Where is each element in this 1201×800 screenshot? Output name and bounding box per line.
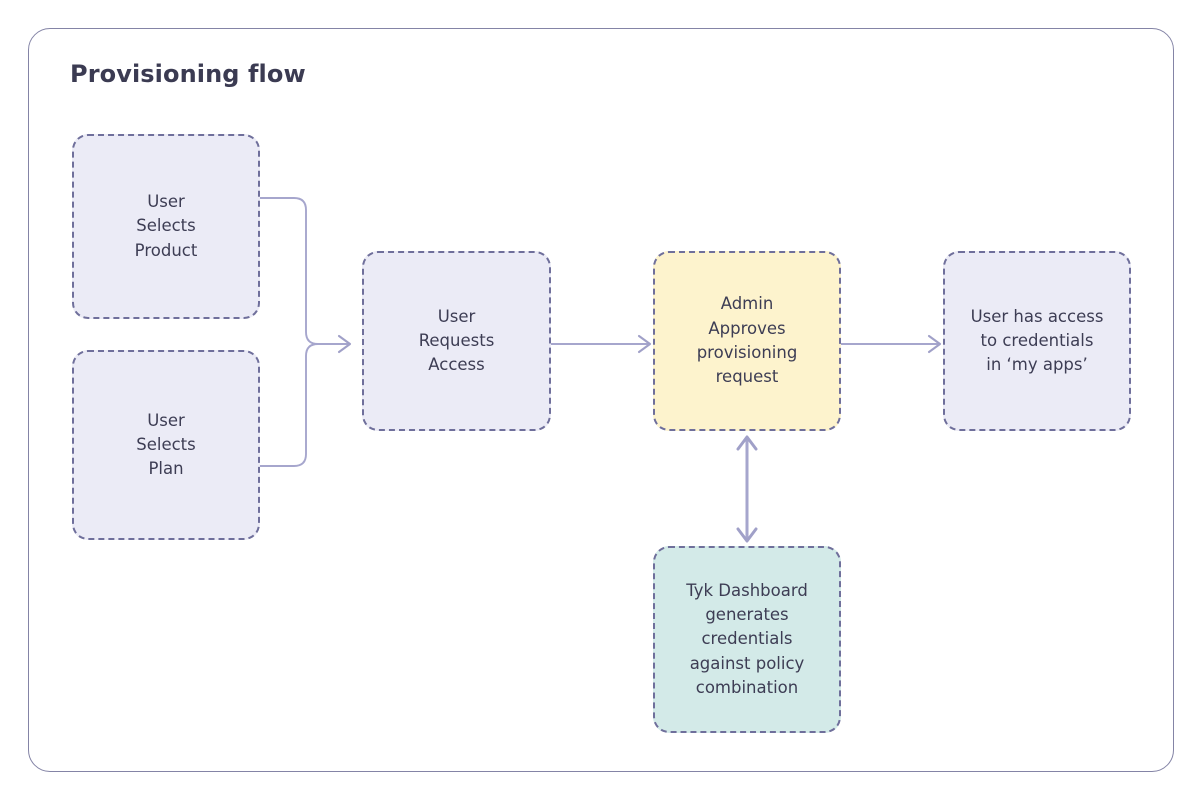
node-user-selects-product[interactable]: User Selects Product <box>72 134 260 319</box>
page-title: Provisioning flow <box>70 60 306 88</box>
node-label: User Requests Access <box>418 306 495 375</box>
node-label: User has access to credentials in ‘my ap… <box>970 306 1104 375</box>
node-admin-approves[interactable]: Admin Approves provisioning request <box>653 251 841 431</box>
node-label: Admin Approves provisioning request <box>696 294 798 387</box>
node-label: User Selects Product <box>134 192 198 260</box>
node-tyk-dashboard[interactable]: Tyk Dashboard generates credentials agai… <box>653 546 841 733</box>
node-user-requests-access[interactable]: User Requests Access <box>362 251 551 431</box>
node-user-has-access[interactable]: User has access to credentials in ‘my ap… <box>943 251 1131 431</box>
node-label: User Selects Plan <box>136 410 196 479</box>
node-user-selects-plan[interactable]: User Selects Plan <box>72 350 260 540</box>
node-label: Tyk Dashboard generates credentials agai… <box>686 580 808 697</box>
diagram-frame <box>28 28 1174 772</box>
